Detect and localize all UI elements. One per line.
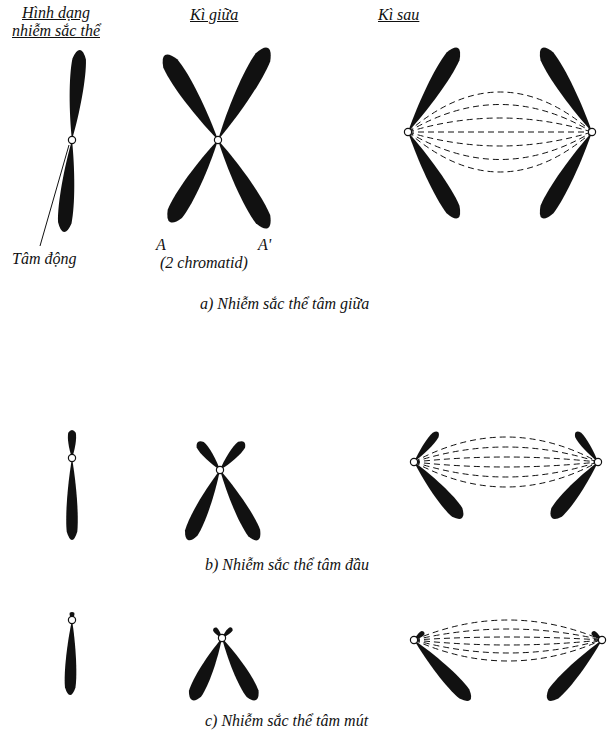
centromere xyxy=(594,458,601,465)
leader-line xyxy=(40,145,69,246)
chromatid-arm xyxy=(57,139,80,232)
spindle-fibre xyxy=(414,462,598,467)
chromatid-arm xyxy=(213,466,264,543)
caption-text: a) Nhiễm sắc thể tâm giữa xyxy=(200,295,369,313)
chromatid-arm xyxy=(185,635,228,703)
chromatid-arm xyxy=(542,635,607,705)
chromatid-arm xyxy=(210,44,276,145)
column-heading: Hình dạng nhiễm sắc thể xyxy=(4,4,108,40)
centromere xyxy=(68,454,75,461)
centromere xyxy=(410,636,417,643)
spindle-fibre xyxy=(414,629,602,640)
spindle-fibre xyxy=(414,637,602,640)
centromere xyxy=(410,458,417,465)
chromatid-arm xyxy=(546,457,603,522)
chromatid-label: A xyxy=(156,236,166,254)
spindle-fibre xyxy=(414,620,602,640)
chromatid-arms xyxy=(57,44,608,705)
centromere xyxy=(216,466,223,473)
chromatid-arm xyxy=(68,430,76,458)
spindle-fibre xyxy=(408,132,592,160)
centromere xyxy=(218,634,225,641)
column-heading: Kì giữa xyxy=(190,6,238,24)
centromeres xyxy=(68,128,605,643)
spindle-fibre xyxy=(414,457,598,462)
chromatid-arm xyxy=(535,44,599,136)
centromere xyxy=(214,136,221,143)
spindle-fibre xyxy=(414,437,598,462)
chromatid-arm xyxy=(157,50,225,145)
centromere xyxy=(588,128,595,135)
spindle-fibre xyxy=(408,132,592,172)
part-label: (2 chromatid) xyxy=(160,254,248,272)
chromatid-arm xyxy=(64,620,78,695)
spindle-fibre xyxy=(414,640,602,661)
centromere xyxy=(598,636,605,643)
chromatid-arm xyxy=(66,458,78,540)
part-label: Tâm động xyxy=(12,250,76,268)
chromatid-arm xyxy=(162,135,226,226)
chromatid-arm xyxy=(408,457,467,523)
chromatid-arm xyxy=(535,128,599,222)
spindle-fibre xyxy=(408,132,592,146)
chromatid-arm xyxy=(409,635,476,705)
chromatid-arm xyxy=(210,136,276,233)
spindle-fibre xyxy=(408,118,592,132)
centromere xyxy=(68,136,75,143)
spindle-fibre xyxy=(414,640,602,645)
spindle-fibre xyxy=(408,105,592,133)
centromere xyxy=(404,128,411,135)
chromatid-arm xyxy=(216,439,248,473)
spindle-fibre xyxy=(414,447,598,462)
caption-text: c) Nhiễm sắc thể tâm mút xyxy=(205,712,368,730)
chromatid-arm xyxy=(401,44,465,136)
chromatid-arm xyxy=(401,128,465,222)
column-heading: Kì sau xyxy=(378,6,419,24)
chromatid-label: A' xyxy=(258,236,271,254)
chromatid-arm xyxy=(194,439,224,473)
spindle-fibre xyxy=(408,132,592,133)
chromatid-arm xyxy=(215,634,262,703)
spindle-fibre xyxy=(414,462,598,487)
caption-text: b) Nhiễm sắc thể tâm đầu xyxy=(205,556,369,574)
centromere xyxy=(68,616,75,623)
chromatid-arm xyxy=(65,49,88,140)
chromatid-arm xyxy=(181,467,227,543)
